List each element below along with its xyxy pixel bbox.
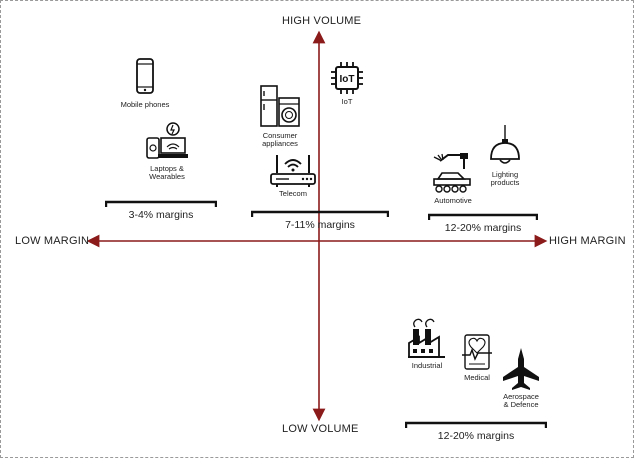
factory-icon [408,318,445,358]
bracket-line [105,200,217,207]
item-medical: Medical [457,333,497,382]
bracket-12-20-margins-bottom: 12-20% margins [405,421,547,447]
item-consumer-appliances: Consumer appliances [255,84,305,148]
bracket-3-4-margins: 3-4% margins [105,200,217,226]
item-mobile-phones: Mobile phones [113,58,177,109]
item-lighting-products: Lighting products [485,125,525,187]
svg-text:IoT: IoT [340,74,355,85]
smartphone-icon [136,58,154,94]
item-aerospace-defence: Aerospace & Defence [497,347,545,409]
lighting-label-line2: products [490,178,520,187]
bracket-line [251,210,389,217]
consumer-label-line1: Consumer [262,131,298,140]
item-laptops-wearables: Laptops & Wearables [139,121,195,181]
router-icon [270,155,316,187]
bracket-7-11-margins: 7-11% margins [251,210,389,236]
item-industrial: Industrial [404,317,450,370]
laptops-label-line2: Wearables [149,172,185,181]
laptops-label-line1: Laptops & [150,164,184,173]
bracket-label-7-11: 7-11% margins [285,219,355,231]
aerospace-label-line2: & Defence [503,400,539,409]
fighter-jet-icon [503,348,539,390]
bracket-line [405,421,547,428]
aerospace-label-line1: Aerospace [503,392,539,401]
iot-chip-icon: IoT [331,62,363,94]
item-telecom: Telecom [267,153,319,198]
item-iot: IoT IoT [329,61,365,106]
bracket-label-12-20-bottom: 12-20% margins [437,430,515,442]
iot-label: IoT [341,97,353,106]
axis-label-high-margin: HIGH MARGIN [549,235,626,247]
telecom-label: Telecom [279,189,307,198]
industrial-label: Industrial [411,361,443,370]
laptop-wearables-icon [146,122,188,159]
bracket-line [428,213,538,220]
lighting-label-line1: Lighting [491,170,519,179]
axis-label-low-volume: LOW VOLUME [282,423,359,435]
pendant-lamp-icon [490,125,520,164]
bracket-label-12-20-right: 12-20% margins [444,222,522,234]
automotive-label: Automotive [434,196,472,205]
appliances-icon [260,85,300,127]
medical-label: Medical [464,373,490,382]
axis-label-high-volume: HIGH VOLUME [282,15,362,27]
mobile-phones-label: Mobile phones [120,100,170,109]
item-automotive: Automotive [428,151,478,205]
consumer-label-line2: appliances [262,139,298,148]
bracket-12-20-margins-right: 12-20% margins [428,213,538,239]
assembly-line-icon [433,153,471,193]
bracket-label-3-4: 3-4% margins [128,209,194,221]
axis-label-low-margin: LOW MARGIN [15,235,90,247]
heartbeat-monitor-icon [462,334,492,370]
